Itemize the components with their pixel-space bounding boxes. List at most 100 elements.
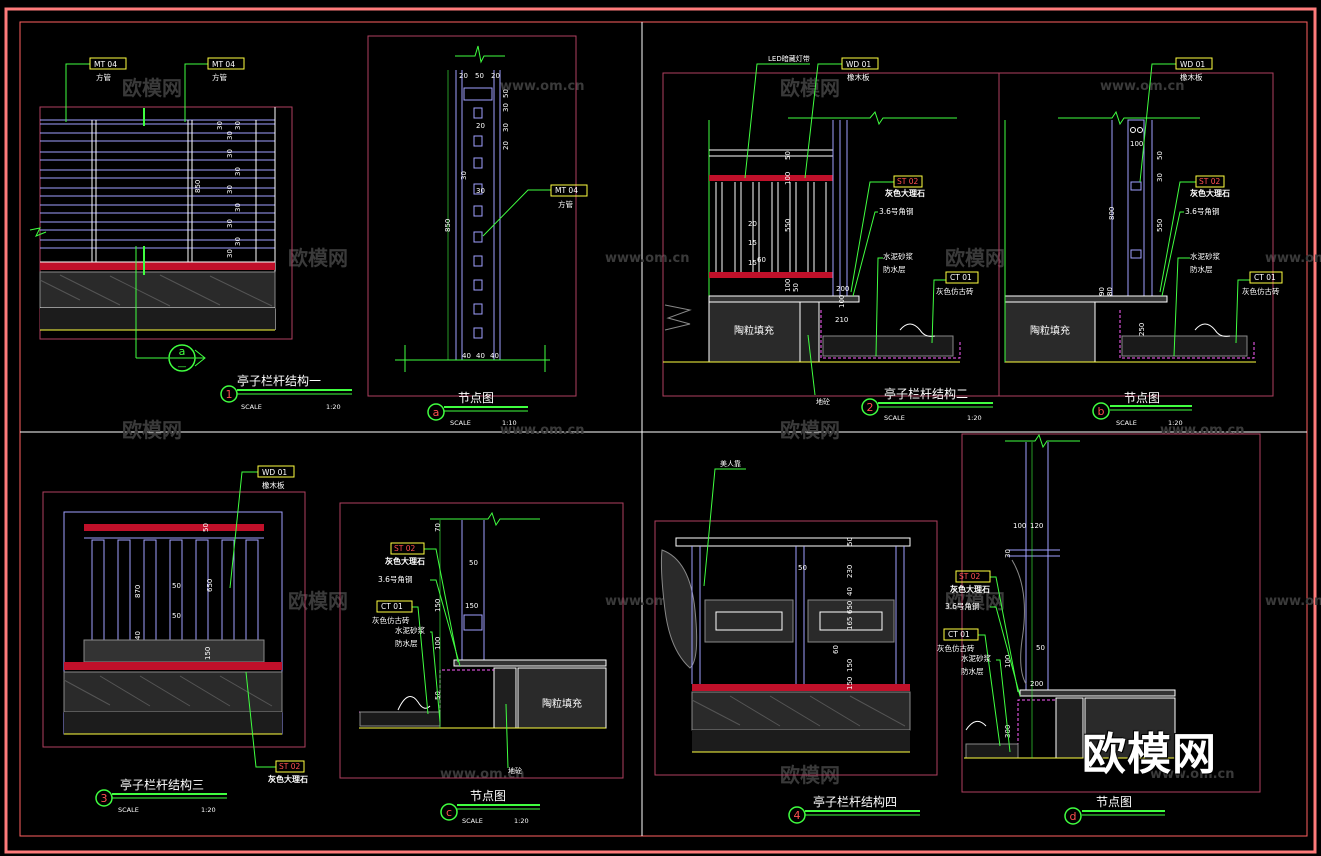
svg-text:节点图: 节点图 bbox=[1096, 795, 1132, 809]
svg-text:30: 30 bbox=[234, 167, 242, 176]
svg-text:欧模网: 欧模网 bbox=[780, 76, 840, 100]
svg-text:MT 04: MT 04 bbox=[212, 60, 235, 69]
svg-text:b: b bbox=[1098, 405, 1105, 418]
detail-a-tag: MT 04 方管 bbox=[482, 184, 588, 237]
svg-text:1:10: 1:10 bbox=[502, 419, 517, 427]
svg-text:MT 04: MT 04 bbox=[94, 60, 117, 69]
svg-text:水泥砂浆: 水泥砂浆 bbox=[883, 251, 913, 261]
svg-text:870: 870 bbox=[134, 585, 142, 598]
svg-text:80: 80 bbox=[1106, 287, 1114, 296]
svg-text:WD 01: WD 01 bbox=[262, 468, 287, 477]
svg-text:—: — bbox=[178, 362, 187, 372]
detail-b-drawing: 陶粒填充 100 50 30 800 550 90 80 250 WD 01 橡… bbox=[998, 57, 1283, 397]
detail-2-tag-wd: WD 01 橡木板 bbox=[804, 57, 879, 179]
svg-text:防水层: 防水层 bbox=[395, 638, 418, 648]
detail-d-title-block: d 节点图 bbox=[1064, 795, 1165, 825]
svg-text:1: 1 bbox=[226, 388, 233, 401]
svg-text:ST 02: ST 02 bbox=[394, 544, 415, 553]
svg-text:15: 15 bbox=[748, 239, 757, 247]
svg-text:150: 150 bbox=[846, 659, 854, 672]
svg-text:方管: 方管 bbox=[558, 199, 573, 209]
svg-text:SCALE: SCALE bbox=[884, 414, 905, 422]
svg-text:防水层: 防水层 bbox=[1190, 264, 1213, 274]
detail-b-title-block: b 节点图 SCALE 1:20 bbox=[1092, 391, 1192, 427]
svg-text:www.om.cn: www.om.cn bbox=[1100, 79, 1185, 94]
detail-c-drawing: 陶粒填充 70 50 150 150 100 50 ST 02 灰色大理石 3.… bbox=[339, 502, 624, 779]
svg-text:30: 30 bbox=[226, 149, 234, 158]
svg-text:2: 2 bbox=[867, 401, 874, 414]
svg-text:灰色大理石: 灰色大理石 bbox=[385, 556, 425, 566]
svg-text:防水层: 防水层 bbox=[883, 264, 906, 274]
svg-text:3.6号角钢: 3.6号角钢 bbox=[1185, 206, 1219, 216]
svg-text:CT 01: CT 01 bbox=[381, 602, 403, 611]
svg-text:地砼: 地砼 bbox=[816, 397, 830, 406]
svg-text:节点图: 节点图 bbox=[470, 789, 506, 803]
detail-3-tag-wd: WD 01 橡木板 bbox=[229, 465, 295, 589]
svg-text:50: 50 bbox=[792, 283, 800, 292]
svg-text:3.6号角钢: 3.6号角钢 bbox=[945, 601, 979, 611]
svg-text:欧模网: 欧模网 bbox=[945, 589, 1005, 613]
svg-text:灰色仿古砖: 灰色仿古砖 bbox=[372, 615, 410, 625]
svg-text:30: 30 bbox=[234, 203, 242, 212]
svg-text:50: 50 bbox=[172, 612, 181, 620]
svg-text:陶粒填充: 陶粒填充 bbox=[542, 697, 582, 710]
svg-text:50: 50 bbox=[502, 89, 510, 98]
svg-text:150: 150 bbox=[846, 677, 854, 690]
svg-text:120: 120 bbox=[1030, 522, 1043, 530]
svg-text:200: 200 bbox=[1030, 680, 1043, 688]
svg-text:a: a bbox=[179, 345, 186, 358]
detail-3-tag-st: ST 02 灰色大理石 bbox=[245, 671, 308, 784]
svg-text:灰色大理石: 灰色大理石 bbox=[268, 774, 308, 784]
svg-text:1:20: 1:20 bbox=[201, 806, 216, 814]
svg-text:d: d bbox=[1070, 810, 1077, 823]
svg-text:方管: 方管 bbox=[96, 72, 111, 82]
svg-text:70: 70 bbox=[434, 523, 442, 532]
detail-3-drawing: 50 870 50 50 650 40 150 WD 01 橡木板 ST 02 … bbox=[42, 465, 308, 784]
svg-text:90: 90 bbox=[1098, 287, 1106, 296]
svg-text:50: 50 bbox=[846, 537, 854, 546]
svg-text:100: 100 bbox=[1130, 140, 1143, 148]
detail-a-title-block: a 节点图 SCALE 1:10 bbox=[427, 391, 528, 427]
detail-b-tag-wd: WD 01 橡木板 bbox=[1139, 57, 1213, 183]
svg-text:650: 650 bbox=[206, 579, 214, 592]
svg-text:橡木板: 橡木板 bbox=[847, 72, 870, 82]
svg-text:欧模网: 欧模网 bbox=[945, 246, 1005, 270]
detail-1-drawing: a — MT 04 方管 MT 04 方管 850 30 30 30 30 30… bbox=[29, 57, 293, 372]
svg-text:30: 30 bbox=[460, 171, 468, 180]
svg-text:节点图: 节点图 bbox=[1124, 391, 1160, 405]
detail-2-dims: 50 100 20 15 60 15 550 100 50 200 100 21… bbox=[748, 151, 849, 324]
svg-text:40: 40 bbox=[134, 631, 142, 640]
sheet-border bbox=[4, 7, 1317, 854]
svg-text:水泥砂浆: 水泥砂浆 bbox=[961, 653, 991, 663]
svg-text:防水层: 防水层 bbox=[961, 666, 984, 676]
detail-2-drawing: 陶粒填充 50 100 20 15 60 15 550 100 50 200 1… bbox=[662, 54, 1000, 406]
svg-text:50: 50 bbox=[1156, 151, 1164, 160]
svg-text:650: 650 bbox=[846, 601, 854, 614]
svg-text:50: 50 bbox=[172, 582, 181, 590]
svg-text:40: 40 bbox=[846, 587, 854, 596]
svg-text:灰色大理石: 灰色大理石 bbox=[885, 188, 925, 198]
svg-text:水泥砂浆: 水泥砂浆 bbox=[1190, 251, 1220, 261]
detail-a-dims: 20 50 20 50 30 30 20 30 20 30 850 40 40 … bbox=[444, 72, 510, 360]
svg-text:150: 150 bbox=[465, 602, 478, 610]
svg-text:230: 230 bbox=[846, 565, 854, 578]
svg-text:节点图: 节点图 bbox=[458, 391, 494, 405]
detail-4-drawing: 50 230 40 650 165 50 60 150 150 美人靠 bbox=[654, 459, 938, 776]
svg-text:30: 30 bbox=[226, 185, 234, 194]
detail-c-layer-labels: ST 02 灰色大理石 3.6号角钢 CT 01 灰色仿古砖 水泥砂浆 防水层 … bbox=[372, 542, 522, 775]
svg-text:50: 50 bbox=[475, 72, 484, 80]
svg-text:20: 20 bbox=[748, 220, 757, 228]
svg-text:30: 30 bbox=[234, 121, 242, 130]
svg-text:850: 850 bbox=[444, 219, 452, 232]
svg-text:c: c bbox=[446, 806, 452, 819]
svg-text:www.om.cn: www.om.cn bbox=[500, 79, 585, 94]
svg-text:WD 01: WD 01 bbox=[1180, 60, 1205, 69]
svg-text:CT 01: CT 01 bbox=[948, 630, 970, 639]
watermark-layer: 欧模网 www.om.cn 欧模网 www.om.cn 欧模网 www.om.c… bbox=[122, 76, 1321, 787]
detail-b-dims: 100 50 30 800 550 90 80 250 bbox=[1098, 140, 1164, 336]
svg-text:灰色大理石: 灰色大理石 bbox=[1190, 188, 1230, 198]
svg-text:亭子栏杆结构三: 亭子栏杆结构三 bbox=[120, 777, 204, 792]
svg-text:30: 30 bbox=[1004, 549, 1012, 558]
svg-text:SCALE: SCALE bbox=[241, 403, 262, 411]
